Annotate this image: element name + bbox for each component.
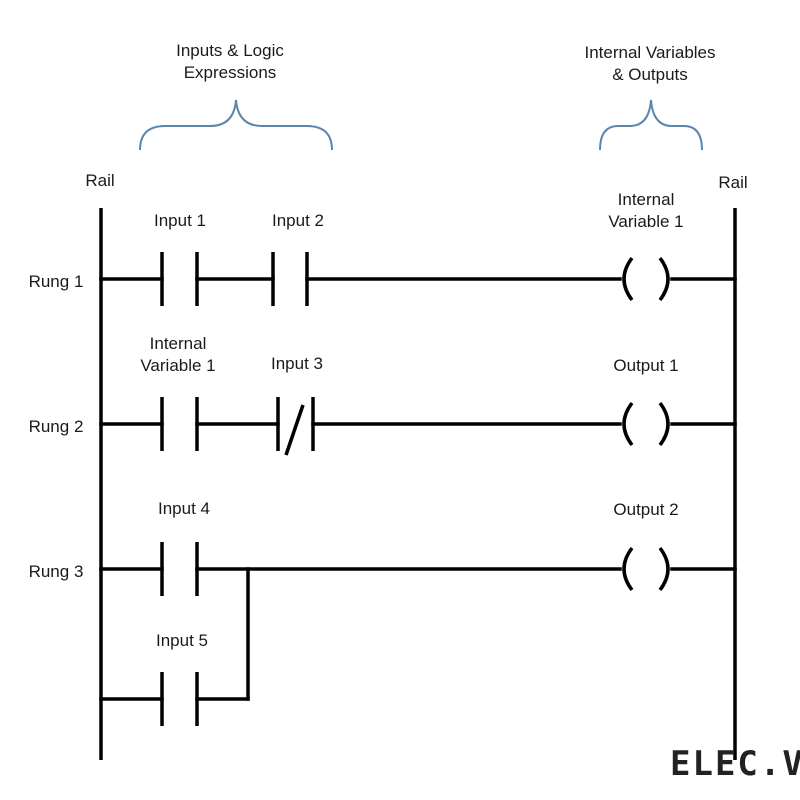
- input-2-label: Input 2: [272, 211, 324, 230]
- watermark: ELEC.V: [670, 744, 800, 784]
- right-rail-label: Rail: [718, 173, 747, 192]
- coil-output-2: [622, 546, 670, 592]
- rung-3-label: Rung 3: [29, 562, 84, 581]
- outputs-brace: [599, 99, 703, 151]
- input-5-label: Input 5: [156, 631, 208, 650]
- rung-1: [99, 252, 737, 306]
- header-outputs-line1: Internal Variables: [584, 43, 715, 62]
- contact-iv1-label-line2: Variable 1: [140, 356, 215, 375]
- header-inputs-line2: Expressions: [184, 63, 277, 82]
- contact-internal-variable-1: [160, 397, 199, 451]
- contact-input-4: [160, 542, 199, 596]
- output-1-label: Output 1: [613, 356, 678, 375]
- contact-iv1-label-line1: Internal: [150, 334, 207, 353]
- rung-2: [99, 397, 737, 456]
- contact-input-2: [271, 252, 309, 306]
- input-4-label: Input 4: [158, 499, 210, 518]
- coil-1-label-line2: Variable 1: [608, 212, 683, 231]
- coil-output-1: [622, 401, 670, 447]
- input-3-label: Input 3: [271, 354, 323, 373]
- contact-input-3-nc: [276, 397, 315, 456]
- header-inputs-line1: Inputs & Logic: [176, 41, 284, 60]
- input-1-label: Input 1: [154, 211, 206, 230]
- inputs-brace: [139, 99, 333, 151]
- output-2-label: Output 2: [613, 500, 678, 519]
- left-rail-label: Rail: [85, 171, 114, 190]
- rung-1-label: Rung 1: [29, 272, 84, 291]
- rung-3: [99, 542, 737, 726]
- coil-1-label-line1: Internal: [618, 190, 675, 209]
- header-outputs-line2: & Outputs: [612, 65, 688, 84]
- contact-input-1: [160, 252, 199, 306]
- coil-internal-variable-1: [622, 256, 670, 302]
- contact-input-5: [160, 672, 199, 726]
- rung-2-label: Rung 2: [29, 417, 84, 436]
